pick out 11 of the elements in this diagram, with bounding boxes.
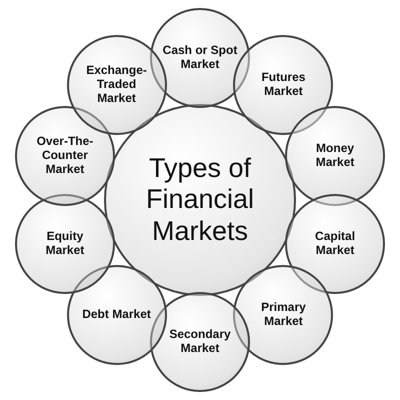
- market-label: Over-The-Counter Market: [36, 135, 94, 177]
- market-label: Capital Market: [314, 230, 356, 258]
- market-label: Futures Market: [260, 71, 306, 99]
- market-label: Equity Market: [44, 230, 86, 258]
- market-label: Exchange-Traded Market: [85, 64, 148, 106]
- market-label: Debt Market: [81, 308, 152, 322]
- market-label: Primary Market: [260, 301, 307, 329]
- market-label: Cash or Spot Market: [162, 44, 238, 72]
- center-label: Types of Financial Markets: [144, 153, 256, 247]
- market-label: Secondary Market: [168, 328, 232, 356]
- market-label: Money Market: [314, 142, 356, 170]
